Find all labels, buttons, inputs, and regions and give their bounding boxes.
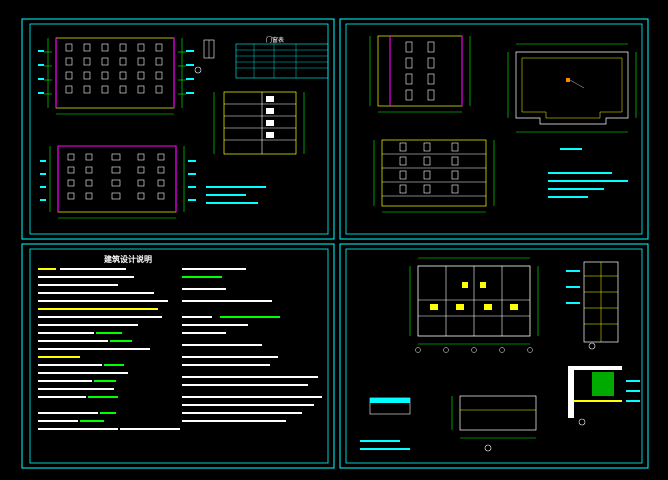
wall-section-detail <box>568 366 640 426</box>
sheet-elevations: 门窗表 <box>21 18 335 240</box>
section-notes <box>206 186 266 204</box>
floor-plan <box>409 257 539 353</box>
schedule-title: 门窗表 <box>266 36 284 44</box>
side-elevation-lower <box>373 139 495 213</box>
stair-detail <box>566 261 619 350</box>
rear-elevation <box>40 145 196 219</box>
design-notes-title: 建筑设计说明 <box>103 254 152 264</box>
lower-section <box>451 395 537 452</box>
sheet-design-notes: 建筑设计说明 <box>21 243 335 469</box>
side-elevation-upper <box>369 35 471 113</box>
door-window-schedule: 门窗表 <box>235 36 329 79</box>
roof-notes <box>548 172 628 198</box>
door-window-detail <box>194 39 215 74</box>
front-elevation <box>38 37 194 115</box>
section-view <box>213 91 305 155</box>
notes-column-left <box>38 268 180 430</box>
roof-plan <box>507 43 637 150</box>
sheet-sections-roof <box>339 18 649 240</box>
notes-column-right <box>182 268 322 422</box>
small-detail-box <box>360 397 411 450</box>
sheet-plans-details <box>339 243 649 469</box>
